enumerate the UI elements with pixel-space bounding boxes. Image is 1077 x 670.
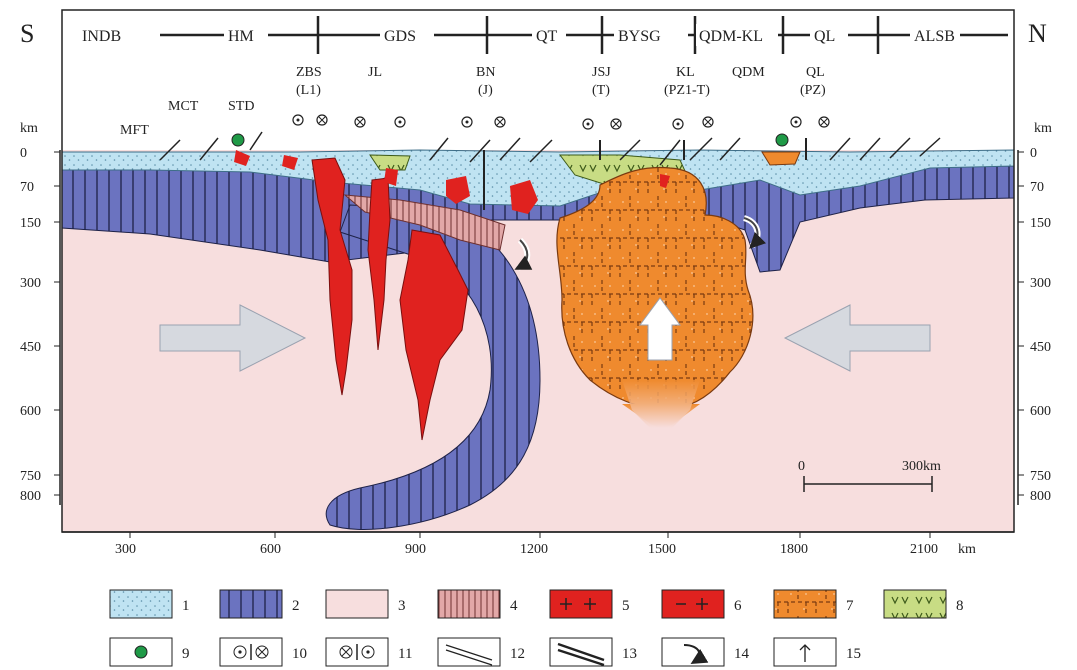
label-jsj: JSJ [592,65,611,80]
legend-swatch-14 [662,638,724,666]
y-tick-right-300: 300 [1030,276,1051,291]
legend-number-6: 6 [734,598,742,614]
legend-number-3: 3 [398,598,406,614]
y-axis-right [1018,150,1024,505]
y-tick-left-0: 0 [20,146,27,161]
y-tick-left-600: 600 [20,404,41,419]
legend-number-10: 10 [292,646,307,662]
legend-swatch-3 [326,590,388,618]
y-tick-left-800: 800 [20,489,41,504]
x-tick-1500: 1500 [648,542,676,557]
y-tick-right-600: 600 [1030,404,1051,419]
strike-slip-dots [297,119,798,126]
label-mft: MFT [120,123,149,138]
terrane-label-qdm-kl: QDM-KL [699,28,763,45]
label-zbs: ZBS [296,65,322,80]
legend-swatch-4 [438,590,500,618]
label-zbs-age: (L1) [296,83,321,98]
y-tick-left-750: 750 [20,469,41,484]
terrane-label-hm: HM [228,28,254,45]
legend-swatch-5 [550,590,612,618]
legend-number-14: 14 [734,646,750,662]
legend-number-13: 13 [622,646,637,662]
y-tick-right-150: 150 [1030,216,1051,231]
y-tick-left-300: 300 [20,276,41,291]
x-tick-300: 300 [115,542,136,557]
label-kl-age: (PZ1-T) [664,83,710,98]
label-bn-age: (J) [478,83,493,98]
label-qdm: QDM [732,65,765,80]
x-tick-2100: 2100 [910,542,938,557]
x-tick-600: 600 [260,542,281,557]
legend-swatch-7 [774,590,836,618]
x-axis-unit: km [958,542,976,557]
label-kl: KL [676,65,695,80]
scale-bar-start: 0 [798,459,805,474]
y-tick-right-0: 0 [1030,146,1037,161]
direction-south: S [20,19,34,48]
label-mct: MCT [168,99,199,114]
legend-number-9: 9 [182,646,190,662]
dot-circle-icon-center [238,650,241,653]
y-tick-left-450: 450 [20,340,41,355]
legend-number-4: 4 [510,598,518,614]
x-tick-1200: 1200 [520,542,548,557]
legend-number-7: 7 [846,598,854,614]
x-tick-1800: 1800 [780,542,808,557]
legend-number-15: 15 [846,646,861,662]
label-std: STD [228,99,254,114]
x-axis [62,532,1014,538]
legend [110,590,946,666]
label-jl: JL [368,65,382,80]
direction-north: N [1028,19,1047,48]
legend-swatch-1 [110,590,172,618]
x-tick-900: 900 [405,542,426,557]
legend-number-12: 12 [510,646,525,662]
terrane-label-gds: GDS [384,28,416,45]
legend-number-2: 2 [292,598,300,614]
label-ql: QL [806,65,825,80]
y-axis-left [54,150,60,505]
ophiolite-marker-1 [232,134,244,146]
y-tick-right-450: 450 [1030,340,1051,355]
terrane-label-indb: INDB [82,28,121,45]
terrane-label-qt: QT [536,28,558,45]
ophiolite-legend-icon [135,646,147,658]
terrane-label-bysg: BYSG [618,28,661,45]
legend-number-1: 1 [182,598,190,614]
terrane-label-alsb: ALSB [914,28,955,45]
y-tick-left-150: 150 [20,216,41,231]
y-tick-right-800: 800 [1030,489,1051,504]
label-jsj-age: (T) [592,83,610,98]
terrane-label-ql: QL [814,28,835,45]
label-ql-age: (PZ) [800,83,826,98]
legend-swatch-8 [884,590,946,618]
y-tick-right-750: 750 [1030,469,1051,484]
dot-circle-icon-b-center [366,650,369,653]
legend-number-11: 11 [398,646,412,662]
strike-slip-markers [293,115,829,129]
ophiolite-marker-2 [776,134,788,146]
label-bn: BN [476,65,495,80]
legend-swatch-6 [662,590,724,618]
y-tick-right-70: 70 [1030,180,1044,195]
cross-section [62,10,1014,532]
legend-number-5: 5 [622,598,630,614]
legend-number-8: 8 [956,598,964,614]
scale-bar-end: 300km [902,459,941,474]
legend-swatch-2 [220,590,282,618]
y-axis-unit-left: km [20,121,38,136]
y-tick-left-70: 70 [20,180,34,195]
y-axis-unit-right: km [1034,121,1052,136]
